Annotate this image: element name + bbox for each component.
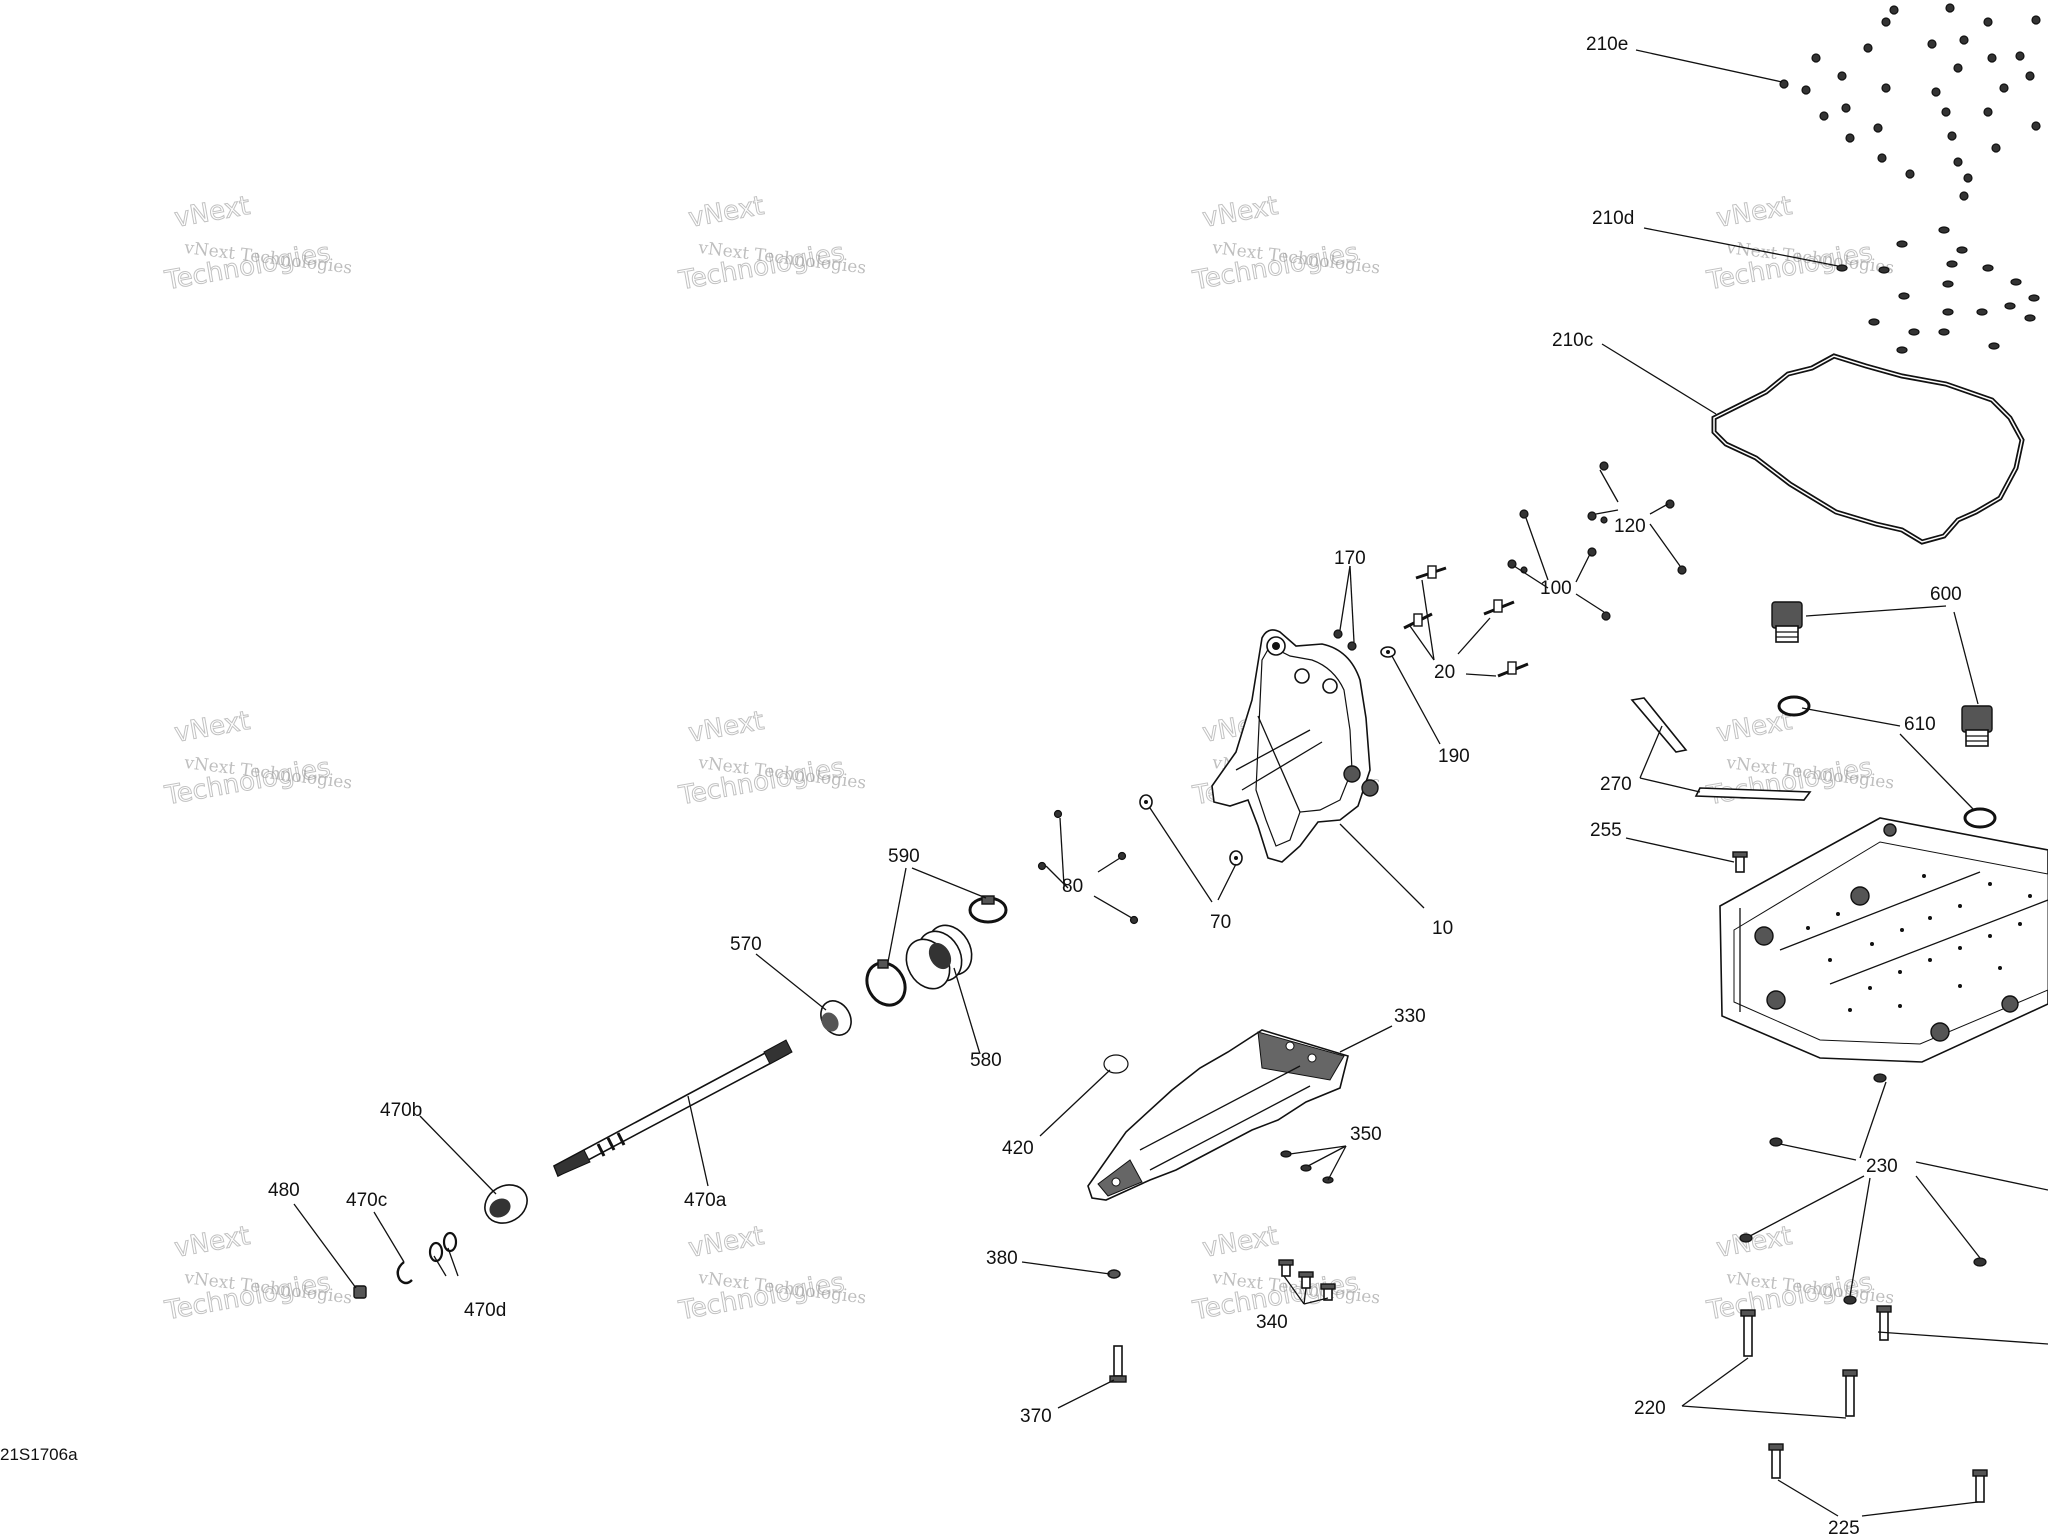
callout-470b: 470b xyxy=(380,1100,422,1121)
callout-420: 420 xyxy=(1002,1138,1034,1159)
bolts-220 xyxy=(1740,1305,1892,1417)
callout-600: 600 xyxy=(1930,584,1962,605)
strip-270-lower xyxy=(1694,787,1812,801)
skid-plate-assembly xyxy=(1719,817,2048,1063)
bolts-100 xyxy=(1507,509,1611,621)
callout-225: 225 xyxy=(1828,1518,1860,1536)
watermark: vNext vNext Technologies Technologies xyxy=(1703,190,1895,296)
nuts-170 xyxy=(1333,629,1357,651)
washers-230 xyxy=(1739,1073,1987,1305)
callout-70: 70 xyxy=(1210,912,1231,933)
watermark: vNext vNext Technologies Technologies xyxy=(675,705,867,811)
boot-580 xyxy=(905,924,973,990)
drawing-code: 21S1706a xyxy=(0,1445,78,1464)
callout-labels: 210e 210d 210c 120 100 170 20 190 600 61… xyxy=(268,34,1962,1536)
callout-590: 590 xyxy=(888,846,920,867)
fasteners-340 xyxy=(1278,1259,1336,1301)
shaft-470a xyxy=(552,1039,793,1178)
bearing-470b xyxy=(484,1184,528,1224)
bolts-225 xyxy=(1768,1443,1988,1503)
callout-230: 230 xyxy=(1866,1156,1898,1177)
washers-70 xyxy=(1139,794,1243,866)
callout-610: 610 xyxy=(1904,714,1936,735)
watermark: vNext vNext Technologies Technologies xyxy=(161,705,353,811)
callout-210c: 210c xyxy=(1552,330,1593,351)
callout-80: 80 xyxy=(1062,876,1083,897)
callout-350: 350 xyxy=(1350,1124,1382,1145)
watermark: vNext vNext Technologies Technologies xyxy=(161,1220,353,1326)
callout-210e: 210e xyxy=(1586,34,1628,55)
fitting-190 xyxy=(1380,646,1396,658)
callout-330: 330 xyxy=(1394,1006,1426,1027)
callout-100: 100 xyxy=(1540,578,1572,599)
washer-field-210d xyxy=(1836,226,2040,354)
pin-255 xyxy=(1732,851,1748,873)
gasket-210c-inner xyxy=(1713,355,2023,543)
callout-170: 170 xyxy=(1334,548,1366,569)
circlip-470c xyxy=(396,1261,413,1285)
watermark-text: vNext xyxy=(1714,1221,1794,1264)
watermark: vNext vNext Technologies Technologies xyxy=(675,1220,867,1326)
fitting-600-upper xyxy=(1771,601,1803,643)
seal-570 xyxy=(820,1000,852,1036)
callout-270: 270 xyxy=(1600,774,1632,795)
nut-480 xyxy=(353,1285,367,1299)
callout-190: 190 xyxy=(1438,746,1470,767)
callout-210d: 210d xyxy=(1592,208,1634,229)
watermark: vNext vNext Technologies Technologies xyxy=(161,190,353,296)
screw-field-210e xyxy=(1779,3,2041,201)
o-ring-610-upper xyxy=(1777,695,1811,717)
callout-480: 480 xyxy=(268,1180,300,1201)
o-ring-610-lower xyxy=(1963,807,1997,829)
nuts-80 xyxy=(1037,809,1139,925)
fitting-600-lower xyxy=(1961,705,1993,747)
watermark-text: vNext xyxy=(1200,191,1280,234)
watermark-text: vNext xyxy=(686,1221,766,1264)
washers-350 xyxy=(1280,1150,1334,1184)
callout-220: 220 xyxy=(1634,1398,1666,1419)
gasket-210c xyxy=(1711,353,2025,545)
callout-340: 340 xyxy=(1256,1312,1288,1333)
callout-370: 370 xyxy=(1020,1406,1052,1427)
disc-420 xyxy=(1103,1054,1129,1074)
callout-380: 380 xyxy=(986,1248,1018,1269)
callout-470d: 470d xyxy=(464,1300,506,1321)
rings-470d xyxy=(428,1231,458,1263)
watermark-text: vNext xyxy=(686,191,766,234)
callout-470c: 470c xyxy=(346,1190,387,1211)
watermark-text: vNext xyxy=(1714,191,1794,234)
watermark-text: vNext xyxy=(172,706,252,749)
callout-255: 255 xyxy=(1590,820,1622,841)
housing-10 xyxy=(1211,629,1379,863)
leader-lines xyxy=(293,49,2048,1517)
watermark-text: vNext xyxy=(172,1221,252,1264)
callout-580: 580 xyxy=(970,1050,1002,1071)
watermark: vNext vNext Technologies Technologies xyxy=(1703,1220,1895,1326)
callout-10: 10 xyxy=(1432,918,1453,939)
callout-470a: 470a xyxy=(684,1190,727,1211)
clamp-590-left xyxy=(865,959,907,1007)
callout-120: 120 xyxy=(1614,516,1646,537)
bolts-120 xyxy=(1587,461,1687,575)
watermark: vNext vNext Technologies Technologies xyxy=(1189,190,1381,296)
watermark-text: vNext xyxy=(172,191,252,234)
bolt-370 xyxy=(1109,1345,1127,1383)
watermark: vNext vNext Technologies Technologies xyxy=(675,190,867,296)
strip-270-upper xyxy=(1630,697,1688,753)
callout-570: 570 xyxy=(730,934,762,955)
bracket-330 xyxy=(1087,1029,1349,1201)
watermark-text: vNext xyxy=(1200,1221,1280,1264)
callout-20: 20 xyxy=(1434,662,1455,683)
clamp-590-right xyxy=(968,895,1008,924)
watermark-text: vNext xyxy=(686,706,766,749)
